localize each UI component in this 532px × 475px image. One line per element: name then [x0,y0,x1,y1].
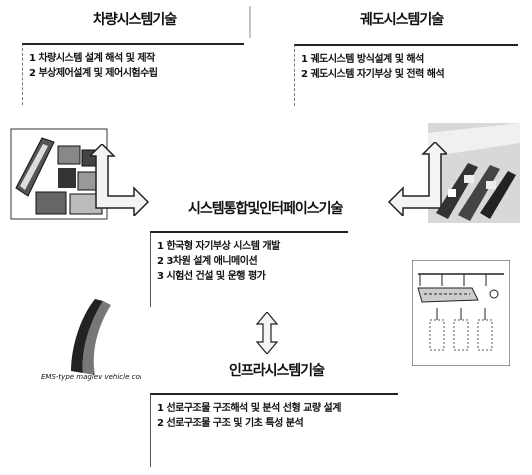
integration-item-1: 1 한국형 자기부상 시스템 개발 [157,239,342,254]
infrastructure-item-1: 1 선로구조물 구조해석 및 분석 선형 교량 설계 [157,401,392,416]
guideway-system-title: 궤도시스템기술 [360,9,443,29]
vehicle-system-title: 차량시스템기술 [93,9,176,29]
title-divider [248,6,252,38]
guideway-drawing-image [412,260,510,366]
vehicle-system-box: 1 차량시스템 설계 해석 및 제작 2 부상제어설계 및 제어시험수립 [22,43,244,105]
left-connector-arrow [90,144,152,216]
vehicle-item-1: 1 차량시스템 설계 해석 및 제작 [29,51,238,66]
guideway-system-box: 1 궤도시스템 방식설계 및 해석 2 궤도시스템 자기부상 및 전력 해석 [294,44,518,106]
integration-title: 시스템통합및인터페이스기술 [188,198,342,218]
vertical-double-arrow [256,312,278,354]
guideway-item-2: 2 궤도시스템 자기부상 및 전력 해석 [301,67,512,82]
vehicle-item-2: 2 부상제어설계 및 제어시험수립 [29,66,238,81]
integration-item-2: 2 3차원 설계 애니메이션 [157,254,342,269]
guideway-item-1: 1 궤도시스템 방식설계 및 해석 [301,52,512,67]
infrastructure-title: 인프라시스템기술 [229,360,324,380]
infrastructure-item-2: 2 선로구조물 구조 및 기초 특성 분석 [157,416,392,431]
integration-item-3: 3 시험선 건설 및 운행 평가 [157,269,342,284]
vehicle-drawing-caption: EMS-type maglev vehicle concept [41,373,141,381]
vehicle-drawing-image: EMS-type maglev vehicle concept [41,289,141,385]
infrastructure-box: 1 선로구조물 구조해석 및 분석 선형 교량 설계 2 선로구조물 구조 및 … [150,393,398,467]
right-connector-arrow [385,142,447,216]
integration-box: 1 한국형 자기부상 시스템 개발 2 3차원 설계 애니메이션 3 시험선 건… [150,231,348,307]
